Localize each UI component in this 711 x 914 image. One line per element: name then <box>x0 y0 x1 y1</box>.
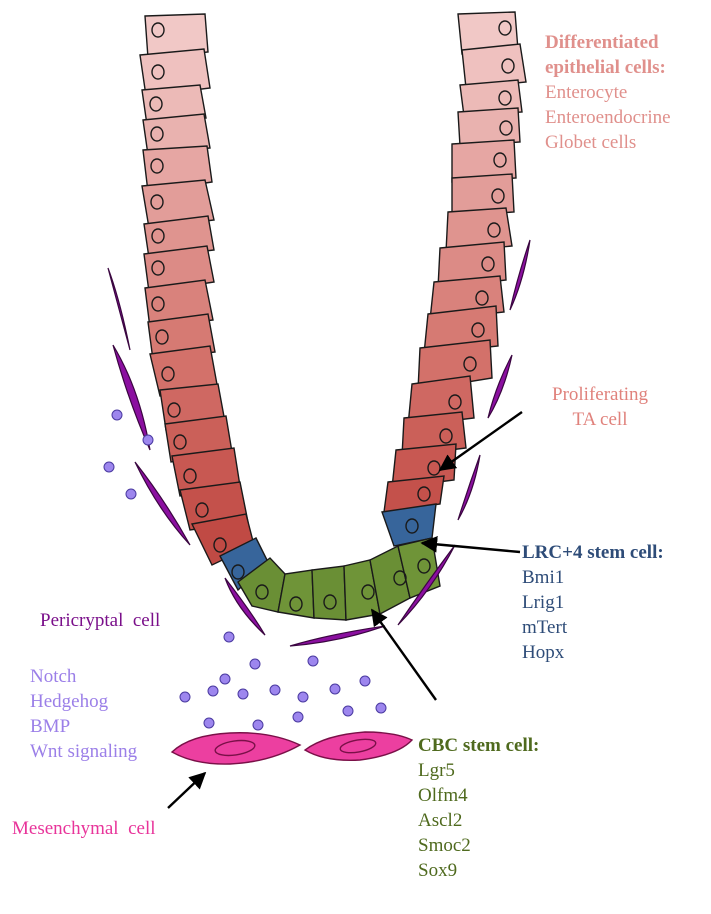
lrc-marker: mTert <box>522 615 664 640</box>
cbc-marker: Smoc2 <box>418 833 539 858</box>
differentiated-label: Differentiated epithelial cells: Enteroc… <box>545 30 671 155</box>
mesenchymal-label: Mesenchymal cell <box>12 816 156 841</box>
signal-dot <box>112 410 122 420</box>
pericryptal-cell <box>510 240 530 310</box>
cbc-title: CBC stem cell: <box>418 733 539 758</box>
signal-dot <box>298 692 308 702</box>
proliferating-line2: TA cell <box>552 407 648 432</box>
signaling-label: Notch Hedgehog BMP Wnt signaling <box>30 664 137 764</box>
pericryptal-cell <box>290 626 385 646</box>
differentiated-title-line2: epithelial cells: <box>545 55 671 80</box>
differentiated-title-line1: Differentiated <box>545 30 671 55</box>
differentiated-item: Enteroendocrine <box>545 105 671 130</box>
differentiated-item: Globet cells <box>545 130 671 155</box>
signal-dot <box>270 685 280 695</box>
signal-dot <box>250 659 260 669</box>
signal-dot <box>220 674 230 684</box>
cbc-marker: Ascl2 <box>418 808 539 833</box>
mesenchymal-cells <box>172 732 412 764</box>
signal-dot <box>104 462 114 472</box>
lrc-arrow <box>422 543 520 552</box>
lrc-marker: Lrig1 <box>522 590 664 615</box>
cbc-marker: Olfm4 <box>418 783 539 808</box>
pericryptal-cell <box>113 345 150 450</box>
signaling-item: Wnt signaling <box>30 739 137 764</box>
lrc-marker: Bmi1 <box>522 565 664 590</box>
signal-dot <box>308 656 318 666</box>
mesenchymal-cell <box>305 732 412 760</box>
signal-dot <box>293 712 303 722</box>
proliferating-label: Proliferating TA cell <box>552 382 648 432</box>
signaling-item: Notch <box>30 664 137 689</box>
signal-dot <box>204 718 214 728</box>
cbc-arrow <box>372 610 436 700</box>
lrc-title: LRC+4 stem cell: <box>522 540 664 565</box>
signaling-item: BMP <box>30 714 137 739</box>
differentiated-item: Enterocyte <box>545 80 671 105</box>
signal-dot <box>360 676 370 686</box>
cbc-stem-cell <box>312 566 346 620</box>
signal-dot <box>253 720 263 730</box>
signal-dot <box>224 632 234 642</box>
cbc-marker: Lgr5 <box>418 758 539 783</box>
signal-dot <box>143 435 153 445</box>
signal-dot <box>376 703 386 713</box>
signal-dot <box>180 692 190 702</box>
pericryptal-cell <box>108 268 130 350</box>
proliferating-line1: Proliferating <box>552 382 648 407</box>
right-epithelial-column <box>382 12 526 546</box>
cbc-label: CBC stem cell: Lgr5 Olfm4 Ascl2 Smoc2 So… <box>418 733 539 883</box>
signaling-item: Hedgehog <box>30 689 137 714</box>
lrc-marker: Hopx <box>522 640 664 665</box>
mesenchymal-cell <box>172 733 300 764</box>
pericryptal-cell <box>458 455 480 520</box>
signal-dot <box>330 684 340 694</box>
pericryptal-label: Pericryptal cell <box>40 608 160 633</box>
signal-dot <box>238 689 248 699</box>
lrc-label: LRC+4 stem cell: Bmi1 Lrig1 mTert Hopx <box>522 540 664 665</box>
signal-dot <box>208 686 218 696</box>
signal-dot <box>343 706 353 716</box>
cbc-marker: Sox9 <box>418 858 539 883</box>
mesenchymal-arrow <box>168 773 205 808</box>
signal-dot <box>126 489 136 499</box>
